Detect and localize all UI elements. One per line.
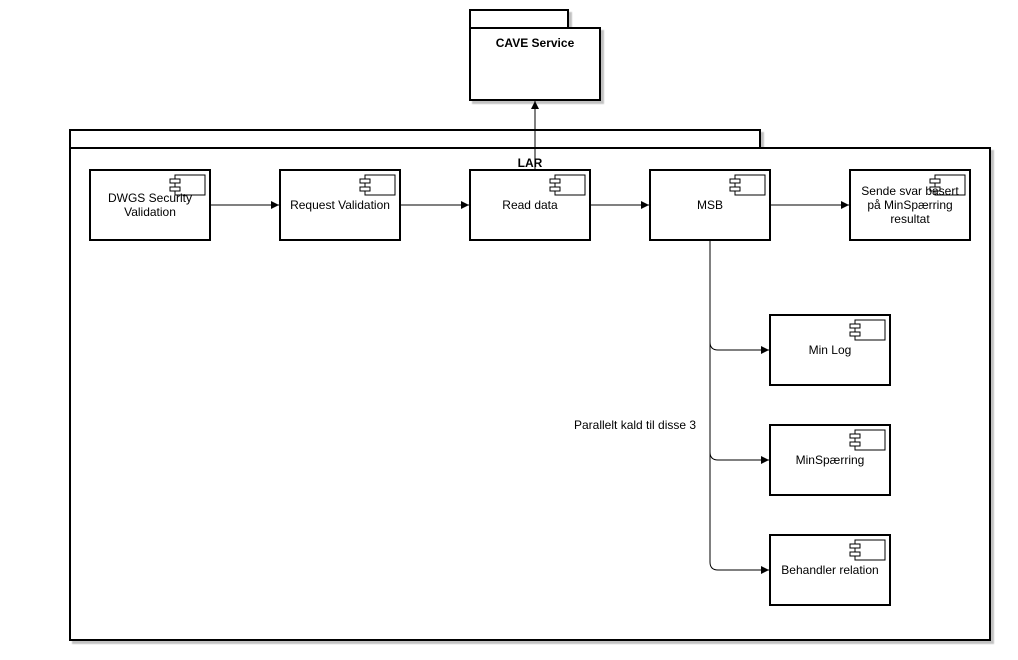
component-icon [549,174,586,196]
component-msb[interactable]: MSB [649,169,771,241]
component-icon [359,174,396,196]
component-label: MinSpærring [796,453,865,467]
component-read[interactable]: Read data [469,169,591,241]
component-icon [849,319,886,341]
component-label: Read data [502,198,558,212]
component-label: på MinSpærring [867,198,952,212]
component-minsperring[interactable]: MinSpærring [769,424,891,496]
component-icon [849,539,886,561]
connectors [210,101,849,574]
parallel-annotation: Parallelt kald til disse 3 [574,418,696,432]
component-behandler[interactable]: Behandler relation [769,534,891,606]
package-cave-service[interactable]: CAVE Service [469,9,601,101]
package-cave-title: CAVE Service [496,36,575,50]
component-icon [169,174,206,196]
component-label: Behandler relation [781,563,878,577]
component-label: MSB [697,198,723,212]
component-label: DWGS Security [108,191,192,205]
component-icon [729,174,766,196]
component-label: Request Validation [290,198,390,212]
component-icon [849,429,886,451]
component-label: Validation [124,205,176,219]
component-label: Min Log [809,343,852,357]
component-minlog[interactable]: Min Log [769,314,891,386]
component-request[interactable]: Request Validation [279,169,401,241]
component-icon [929,174,966,196]
arrow-msb-to-behandler [709,452,769,574]
package-lar-title: LAR [518,156,543,170]
component-label: Sende svar basert [861,184,959,198]
component-label: resultat [890,212,930,226]
